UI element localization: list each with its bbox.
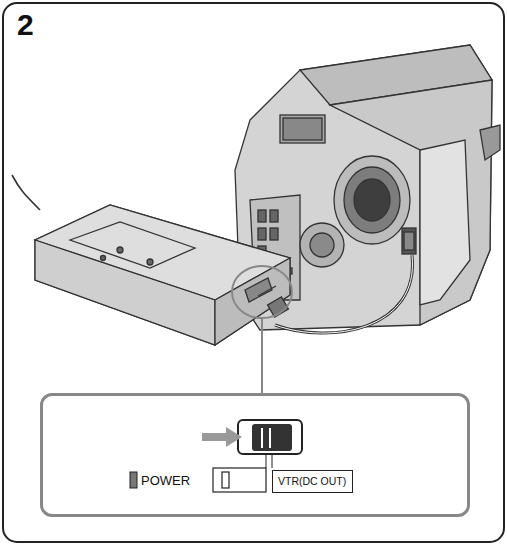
power-lamp [130,472,137,488]
step-number: 2 [17,8,34,42]
camcorder [235,45,500,330]
dc-cable [275,255,412,333]
ac-adapter [35,205,290,345]
position-label: VTR(DC OUT) [278,475,347,487]
mains-cord [12,175,40,210]
leader-line [261,318,263,393]
off-lamp [222,472,229,488]
highlight-circle [232,266,292,318]
inset-panel: POWER VTR(DC OUT) [40,393,470,517]
outer-frame [3,3,504,542]
position-box: VTR(DC OUT) [272,470,353,493]
slide-arrow [202,427,242,447]
dc-cable-highlight [275,255,412,333]
off-position-box [213,468,266,492]
lamp-label: POWER [141,474,190,489]
